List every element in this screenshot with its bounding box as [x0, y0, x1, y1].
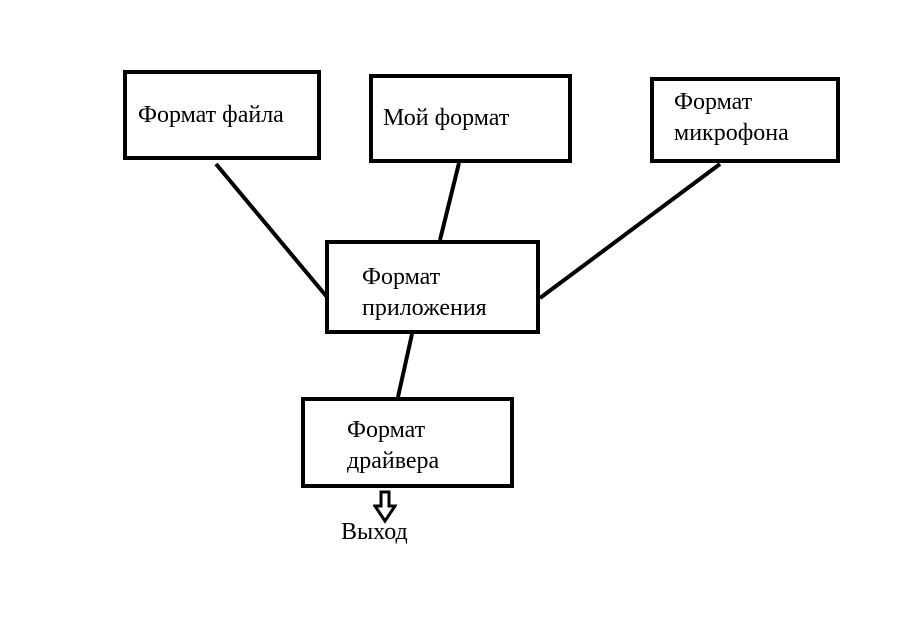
node-file-format: Формат файла — [123, 70, 321, 160]
node-mic-format: Формат микрофона — [650, 77, 840, 163]
node-app-format-line1: Формат — [362, 264, 441, 290]
node-my-format-label: Мой формат — [383, 105, 510, 131]
node-file-format-label: Формат файла — [138, 102, 284, 128]
node-mic-format-line1: Формат — [674, 89, 753, 115]
node-app-format: Формат приложения — [325, 240, 540, 334]
connector-app-to-driver — [396, 333, 414, 398]
node-driver-format-line1: Формат — [347, 417, 426, 443]
connector-file-to-app — [214, 162, 329, 299]
node-driver-format-line2: драйвера — [347, 448, 440, 474]
output-label: Выход — [341, 519, 408, 545]
node-mic-format-label: Формат микрофона — [674, 87, 789, 149]
connector-mic-to-app — [538, 162, 722, 300]
node-app-format-label: Формат приложения — [362, 262, 487, 324]
node-driver-format: Формат драйвера — [301, 397, 514, 488]
down-arrow-icon — [373, 490, 397, 524]
node-app-format-line2: приложения — [362, 295, 487, 321]
connector-mine-to-app — [438, 162, 461, 241]
node-mic-format-line2: микрофона — [674, 120, 789, 146]
node-driver-format-label: Формат драйвера — [347, 415, 439, 477]
node-my-format: Мой формат — [369, 74, 572, 163]
